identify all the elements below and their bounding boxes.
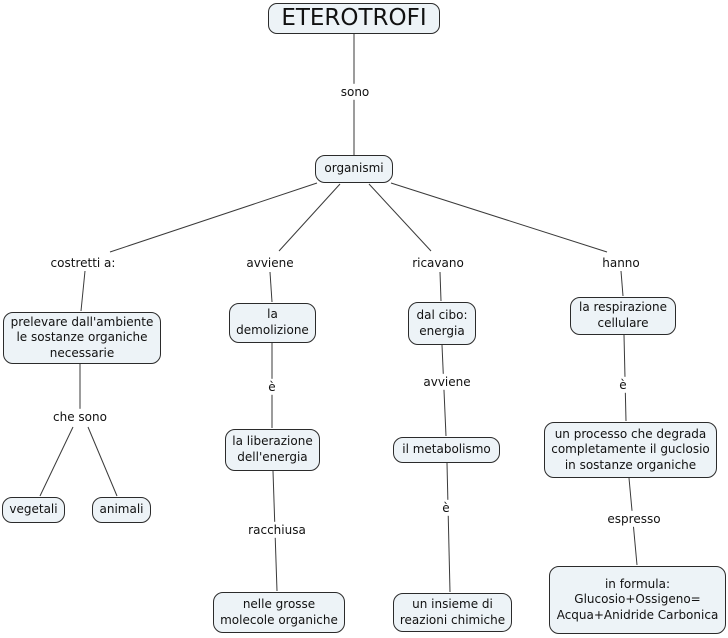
link-label-racchiusa[interactable]: racchiusa (244, 521, 310, 539)
node-molecole[interactable]: nelle grosse molecole organiche (213, 592, 345, 633)
link-label-avviene-2[interactable]: avviene (419, 373, 475, 391)
link-label-espresso[interactable]: espresso (603, 510, 665, 528)
node-processo[interactable]: un processo che degrada completamente il… (544, 422, 717, 478)
link-label-hanno[interactable]: hanno (598, 254, 644, 272)
node-eterotrofi[interactable]: ETEROTROFI (268, 3, 440, 34)
node-organismi[interactable]: organismi (315, 155, 393, 183)
node-respirazione[interactable]: la respirazione cellulare (570, 297, 676, 335)
node-vegetali[interactable]: vegetali (2, 497, 65, 523)
node-liberazione[interactable]: la liberazione dell'energia (225, 429, 320, 471)
link-label-che-sono[interactable]: che sono (49, 408, 111, 426)
node-animali[interactable]: animali (92, 497, 151, 523)
node-metabolismo[interactable]: il metabolismo (393, 437, 500, 463)
link-label-avviene-1[interactable]: avviene (242, 254, 298, 272)
link-label-ricavano[interactable]: ricavano (408, 254, 468, 272)
link-label-sono[interactable]: sono (336, 83, 374, 101)
node-reazioni[interactable]: un insieme di reazioni chimiche (393, 593, 512, 632)
link-label-e-2[interactable]: è (438, 499, 454, 517)
node-prelevare[interactable]: prelevare dall'ambiente le sostanze orga… (3, 312, 161, 364)
node-cibo[interactable]: dal cibo: energia (408, 302, 476, 345)
link-label-costretti[interactable]: costretti a: (46, 254, 120, 272)
link-label-e-3[interactable]: è (615, 376, 631, 394)
node-formula[interactable]: in formula: Glucosio+Ossigeno= Acqua+Ani… (549, 566, 726, 634)
link-label-e-1[interactable]: è (264, 378, 280, 396)
node-demolizione[interactable]: la demolizione (229, 303, 316, 343)
